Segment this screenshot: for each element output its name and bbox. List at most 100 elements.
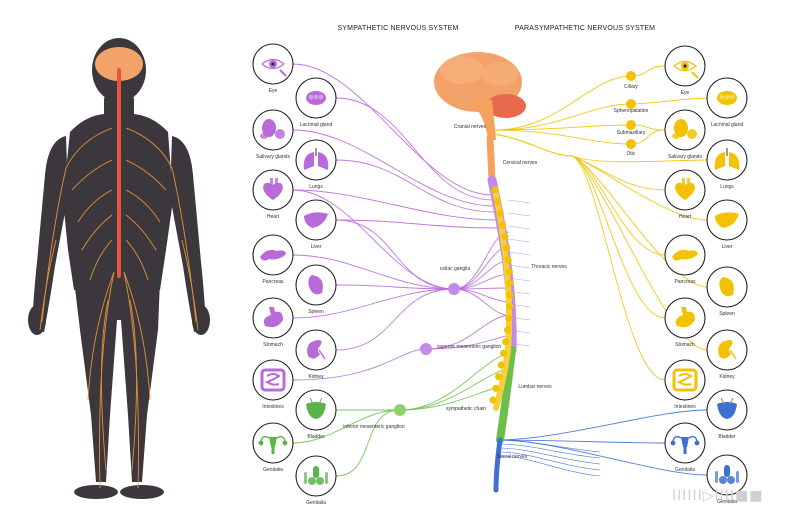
chain-ganglion-dot xyxy=(503,244,511,252)
nerve-line xyxy=(507,238,531,243)
inferior-mesenteric-label: inferior mesenteric ganglion xyxy=(343,424,405,430)
pancreas-icon xyxy=(260,249,286,261)
chain-ganglion-dot xyxy=(506,303,514,311)
ciliary-ganglion xyxy=(626,71,636,81)
nerve-line xyxy=(497,409,708,441)
organ-label: Bladder xyxy=(718,434,736,440)
organ-label: Genitalia xyxy=(675,467,695,473)
male-genitalia-icon xyxy=(715,465,739,484)
chain-ganglion-dot xyxy=(506,291,514,299)
sympathetic-chain-label: sympathetic chain xyxy=(446,406,486,412)
right-organ-spleen: Spleen xyxy=(706,266,748,317)
organ-label: Pancreas xyxy=(674,279,696,285)
right-organ-eye: Eye xyxy=(664,45,706,96)
nerve-line xyxy=(425,334,510,350)
inferior-mesenteric-ganglion xyxy=(394,404,406,416)
nerve-line xyxy=(453,288,512,303)
otic-ganglion xyxy=(626,139,636,149)
chain-ganglion-dot xyxy=(503,326,512,334)
nerve-line xyxy=(292,254,455,290)
organ-label: Lacrimal gland xyxy=(711,122,744,128)
right-organ-stomach: Stomach xyxy=(664,297,706,348)
organ-label: Heart xyxy=(267,214,280,220)
nerve-line xyxy=(571,155,708,163)
lacrimal-gland-icon xyxy=(717,91,737,105)
spleen-icon xyxy=(308,275,323,295)
nerve-line xyxy=(399,351,512,411)
cranial-nerves-label: Cranial nerves xyxy=(454,124,487,130)
organ-label: Lungs xyxy=(720,184,734,190)
organ-label: Spleen xyxy=(308,309,324,315)
right-organ-salivary-glands: Salivary glands xyxy=(664,109,706,160)
sympathetic-header: SYMPATHETIC NERVOUS SYSTEM xyxy=(337,25,458,32)
nerve-line xyxy=(493,129,632,145)
otic-label: Otic xyxy=(627,151,636,157)
left-organ-male-genitalia: Genitalia xyxy=(295,455,337,506)
left-organ-kidney: Kidney xyxy=(295,329,337,380)
lumbar-nerves-label: Lumbar nerves xyxy=(518,384,552,390)
right-organ-kidney: Kidney xyxy=(706,329,748,380)
nerve-line xyxy=(497,455,601,477)
left-organ-heart: Heart xyxy=(252,169,294,220)
heart-icon xyxy=(675,178,695,200)
right-organ-lungs: Lungs xyxy=(706,139,748,190)
chain-ganglion-dot xyxy=(492,384,500,392)
nerve-line xyxy=(497,451,601,471)
chain-ganglion-dot xyxy=(506,279,514,287)
nerve-line xyxy=(497,447,601,465)
superior-mesenteric-label: superior mesenteric ganglion xyxy=(437,344,501,350)
chain-ganglion-dot xyxy=(501,233,509,241)
right-organ-pancreas: Pancreas xyxy=(664,234,706,285)
organ-label: Salivary glands xyxy=(668,154,702,160)
organ-label: Salivary glands xyxy=(256,154,290,160)
salivary-glands-icon xyxy=(260,119,285,139)
nerve-line xyxy=(571,155,666,381)
left-organ-spleen: Spleen xyxy=(295,264,337,315)
left-organ-pancreas: Pancreas xyxy=(252,234,294,285)
heart-icon xyxy=(263,178,283,200)
nerve-line xyxy=(497,439,666,444)
nerve-line xyxy=(335,159,496,213)
organ-label: Stomach xyxy=(675,342,695,348)
nerve-line xyxy=(292,63,493,196)
right-organ-liver: Liver xyxy=(706,199,748,250)
right-organ-intestines: Intestines xyxy=(664,359,706,410)
chain-ganglion-dot xyxy=(499,221,507,229)
nerve-line xyxy=(493,75,632,131)
nerve-line xyxy=(507,199,531,204)
kidney-icon xyxy=(718,340,737,360)
chain-ganglion-dot xyxy=(496,209,504,217)
nerve-line xyxy=(335,97,494,201)
chain-ganglion-dot xyxy=(504,256,512,264)
salivary-glands-icon xyxy=(672,119,697,139)
nerve-line xyxy=(571,155,708,351)
nerve-line xyxy=(292,129,495,207)
organ-label: Intestines xyxy=(262,404,284,410)
nerve-line xyxy=(497,439,601,453)
lungs-icon xyxy=(714,148,740,170)
organ-label: Kidney xyxy=(308,374,324,380)
organ-label: Liver xyxy=(311,244,322,250)
male-genitalia-icon xyxy=(304,466,328,485)
nerve-connections xyxy=(292,63,708,477)
right-organ-bladder: Bladder xyxy=(706,389,748,440)
right-organ-lacrimal-gland: Lacrimal gland xyxy=(706,77,748,128)
nerve-line xyxy=(335,409,401,477)
right-organ-heart: Heart xyxy=(664,169,706,220)
left-organ-lungs: Lungs xyxy=(295,139,337,190)
nerve-line xyxy=(507,251,531,256)
nerve-line xyxy=(335,219,500,229)
chain-ganglion-dot xyxy=(497,361,505,369)
nerve-line xyxy=(425,314,509,350)
submaxillary-ganglion xyxy=(626,120,636,130)
left-organ-bladder: Bladder xyxy=(295,389,337,440)
chain-ganglion-dot xyxy=(500,349,508,357)
organ-label: Lacrimal gland xyxy=(300,122,333,128)
nerve-line xyxy=(507,225,531,230)
left-organ-eye: Eye xyxy=(252,43,294,94)
bladder-icon xyxy=(306,397,326,419)
parasympathetic-header: PARASYMPATHETIC NERVOUS SYSTEM xyxy=(515,25,655,32)
